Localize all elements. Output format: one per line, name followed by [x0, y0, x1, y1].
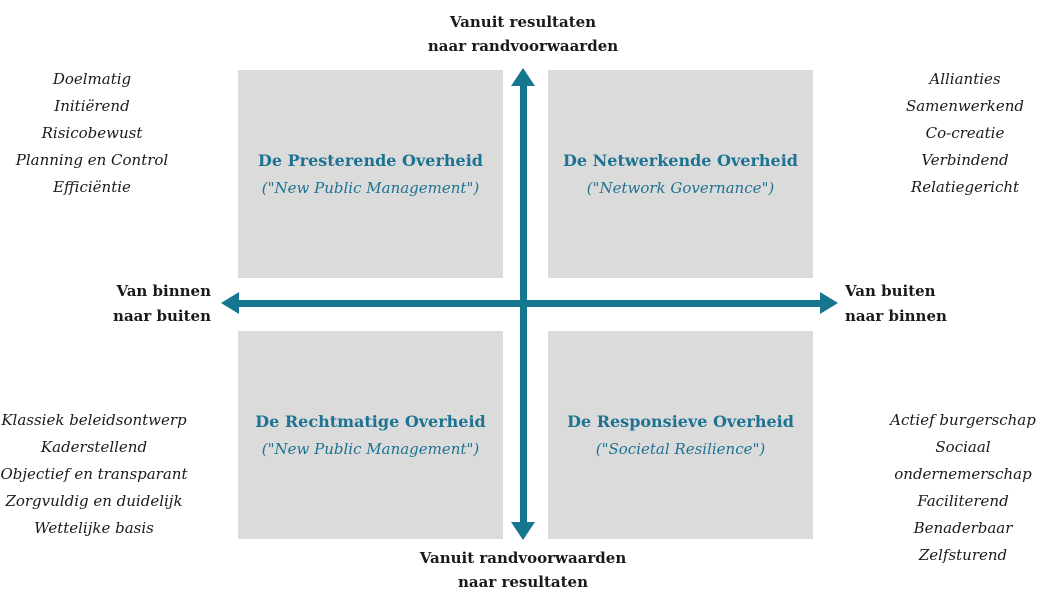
axis-label-top-line1: Vanuit resultaten: [449, 13, 597, 31]
keyword: Benaderbaar: [913, 519, 1013, 537]
keyword: Zorgvuldig en duidelijk: [5, 492, 183, 510]
keyword: Faciliterend: [917, 492, 1009, 510]
axis-label-bottom: Vanuit randvoorwaarden naar resultaten: [273, 546, 773, 594]
axis-label-left-line2: naar buiten: [113, 307, 211, 325]
quadrant-title: De Presterende Overheid: [258, 150, 483, 170]
keyword: Doelmatig: [52, 70, 132, 88]
arrow-right-icon: [820, 292, 838, 314]
axis-label-bottom-line1: Vanuit randvoorwaarden: [419, 549, 627, 567]
quadrant-rechtmatige-overheid: De Rechtmatige Overheid ("New Public Man…: [238, 331, 503, 539]
quadrant-presterende-overheid: De Presterende Overheid ("New Public Man…: [238, 70, 503, 278]
keyword: Kaderstellend: [40, 438, 148, 456]
keyword-list-left-bottom: Klassiek beleidsontwerp Kaderstellend Ob…: [0, 407, 188, 542]
quadrant-subtitle: ("Societal Resilience"): [595, 439, 766, 458]
axis-label-left-line1: Van binnen: [116, 282, 211, 300]
keyword-list-left-top: Doelmatig Initiërend Risicobewust Planni…: [2, 66, 182, 201]
keyword: Zelfsturend: [918, 546, 1008, 564]
quadrant-subtitle: ("Network Governance"): [586, 178, 775, 197]
keyword: Objectief en transparant: [0, 465, 188, 483]
horizontal-axis-line: [236, 300, 824, 307]
keyword: Samenwerkend: [905, 97, 1025, 115]
axis-label-right-line2: naar binnen: [845, 307, 947, 325]
axis-label-left: Van binnen naar buiten: [0, 279, 211, 329]
quadrant-netwerkende-overheid: De Netwerkende Overheid ("Network Govern…: [548, 70, 813, 278]
quadrant-title: De Netwerkende Overheid: [563, 150, 798, 170]
keyword: Actief burgerschap: [890, 411, 1036, 429]
keyword: Wettelijke basis: [34, 519, 154, 537]
quadrant-title: De Rechtmatige Overheid: [255, 411, 486, 431]
keyword-list-right-bottom: Actief burgerschap Sociaal ondernemersch…: [868, 407, 1058, 569]
axis-label-bottom-line2: naar resultaten: [458, 573, 588, 591]
axis-label-top-line2: naar randvoorwaarden: [427, 37, 619, 55]
keyword: Risicobewust: [41, 124, 143, 142]
quadrant-title: De Responsieve Overheid: [567, 411, 794, 431]
keyword: Relatiegericht: [910, 178, 1020, 196]
keyword: Planning en Control: [15, 151, 169, 169]
keyword: Klassiek beleidsontwerp: [1, 411, 187, 429]
arrow-up-icon: [511, 68, 535, 86]
keyword: Allianties: [929, 70, 1001, 88]
axis-label-top: Vanuit resultaten naar randvoorwaarden: [273, 10, 773, 58]
axis-label-right: Van buiten naar binnen: [845, 279, 1045, 329]
keyword: Verbindend: [921, 151, 1009, 169]
keyword: Sociaal ondernemerschap: [894, 438, 1032, 483]
quadrant-subtitle: ("New Public Management"): [261, 439, 480, 458]
keyword: Efficiëntie: [53, 178, 131, 196]
quadrant-responsieve-overheid: De Responsieve Overheid ("Societal Resil…: [548, 331, 813, 539]
keyword-list-right-top: Allianties Samenwerkend Co-creatie Verbi…: [872, 66, 1058, 201]
arrow-left-icon: [221, 292, 239, 314]
keyword: Co-creatie: [925, 124, 1005, 142]
keyword: Initiërend: [54, 97, 130, 115]
axis-label-right-line1: Van buiten: [845, 282, 936, 300]
arrow-down-icon: [511, 522, 535, 540]
quadrant-subtitle: ("New Public Management"): [261, 178, 480, 197]
